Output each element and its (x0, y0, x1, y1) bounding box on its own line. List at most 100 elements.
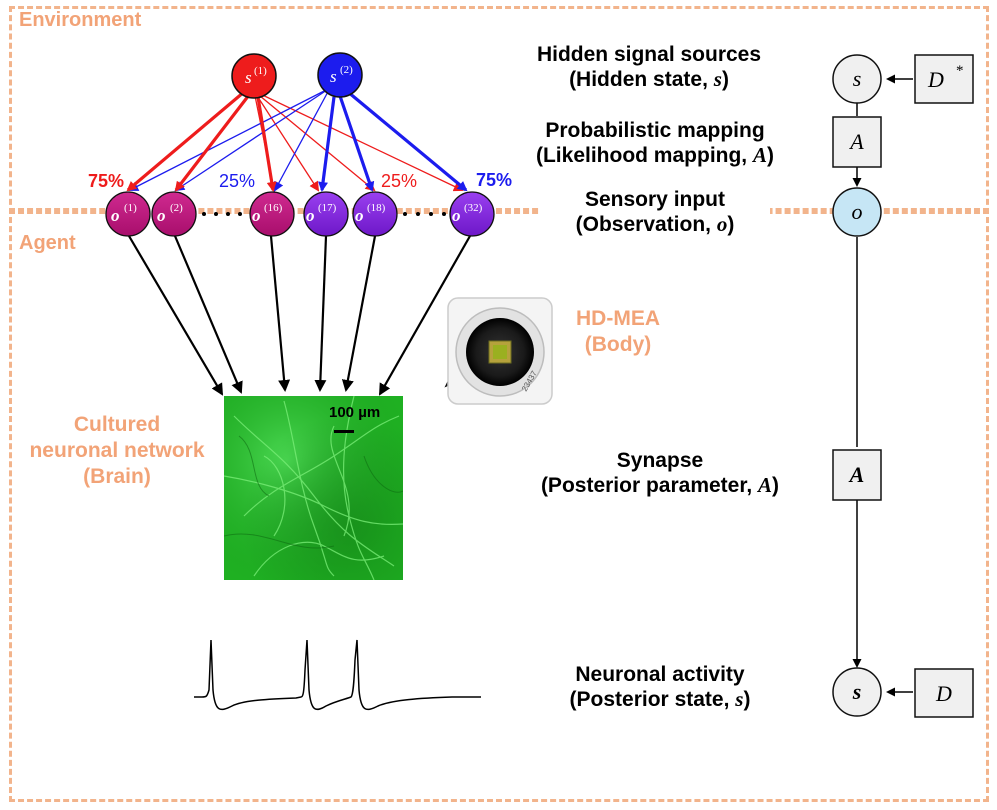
arrow-s2-o16 (274, 87, 331, 192)
node-posterior-state-label: s (852, 679, 862, 704)
observation-node-o2: o (2) (151, 191, 197, 237)
hdmea-label-line1: HD-MEA (576, 307, 660, 330)
brain-label: Cultured neuronal network (Brain) (13, 412, 221, 490)
s1-thin-arrows (253, 90, 464, 195)
source-s2-sup: (2) (340, 64, 353, 76)
hdmea-label-line2: (Body) (584, 333, 652, 356)
percent-left-strong: 75% (88, 171, 124, 191)
hidden-sources-label: Hidden signal sources (Hidden state, s) (504, 42, 794, 92)
obs-o2-sup: (2) (170, 202, 183, 214)
hdmea-label: HD-MEA (Body) (558, 306, 678, 358)
synapse-label: Synapse (Posterior parameter, A) (510, 448, 810, 498)
obs-o16-sup: (16) (264, 202, 283, 214)
arrow-s1-o16-strong (256, 96, 277, 192)
graphical-model: s D * A o A s D (832, 54, 974, 718)
obs-o18-sup: (18) (367, 202, 386, 214)
node-posterior-param-label: A (848, 462, 865, 487)
arrow-s2-o18-strong (338, 95, 375, 192)
source-node-s1: s (1) (231, 53, 277, 99)
observation-node-o17: o (17) (303, 191, 349, 237)
ellipsis-left (202, 212, 242, 216)
percent-right-weak: 25% (381, 171, 417, 191)
arrow-o17-culture (314, 235, 328, 392)
node-likelihood (832, 116, 882, 168)
arrow-s1-o17 (253, 90, 320, 192)
environment-label: Environment (19, 9, 142, 31)
observation-node-o1: o (1) (105, 191, 151, 237)
sensory-input-line1: Sensory input (584, 188, 726, 211)
obs-o2-base: o (157, 206, 166, 225)
agent-label: Agent (19, 232, 76, 254)
node-observation-label: o (852, 199, 863, 224)
node-prior-posterior (914, 668, 974, 718)
arrow-s2-o32-strong (346, 90, 468, 192)
neuronal-activity-line2: (Posterior state, s) (569, 687, 751, 711)
node-hidden-state-label: s (853, 66, 862, 91)
synapse-line1: Synapse (616, 449, 704, 472)
obs-o32-base: o (452, 206, 461, 225)
source-s1-base: s (245, 68, 252, 87)
hdmea-chip: 23437 (444, 297, 553, 405)
brain-label-line1: Cultured (73, 413, 161, 436)
scale-bar-line (334, 430, 354, 433)
source-s1-sup: (1) (254, 65, 267, 77)
stimulation-arrows (128, 235, 471, 396)
observation-node-o18: o (18) (352, 191, 398, 237)
node-prior-hidden-sup: * (956, 63, 964, 79)
obs-o16-base: o (252, 206, 261, 225)
arrow-s2-o2 (174, 87, 331, 192)
node-likelihood-label: A (848, 129, 864, 154)
arrow-s2-o17-strong (318, 96, 336, 192)
obs-o18-base: o (355, 206, 364, 225)
scale-bar-label: 100 µm (329, 404, 381, 421)
percent-left-weak: 25% (219, 171, 255, 191)
brain-label-line2: neuronal network (29, 439, 205, 462)
arrow-o16-culture (269, 235, 291, 392)
s2-thin-arrows (128, 87, 331, 192)
obs-o32-sup: (32) (464, 202, 483, 214)
ellipsis-right (403, 212, 446, 216)
hidden-sources-line1: Hidden signal sources (536, 43, 762, 66)
hidden-sources-line2: (Hidden state, s) (569, 67, 729, 91)
s2-thick-arrows (318, 90, 468, 192)
obs-o1-base: o (111, 206, 120, 225)
obs-o17-base: o (306, 206, 315, 225)
neuronal-activity-line1: Neuronal activity (575, 663, 745, 686)
probabilistic-mapping-line1: Probabilistic mapping (545, 119, 765, 142)
arrow-o1-culture (128, 235, 224, 396)
arrow-s1-o2-strong (174, 94, 251, 192)
arrow-s1-o18 (253, 90, 376, 192)
node-hidden-state (832, 54, 882, 104)
arrow-o18-culture (341, 235, 377, 392)
arrow-o32-culture (379, 235, 471, 396)
synapse-line2: (Posterior parameter, A) (540, 473, 780, 497)
s1-thick-arrows (126, 90, 277, 192)
node-prior-hidden-label: D (927, 67, 944, 92)
node-posterior-param (832, 449, 882, 501)
environment-region (9, 6, 989, 214)
percent-right-strong: 75% (476, 170, 512, 190)
observation-node-o32: o (32) (449, 191, 495, 237)
agent-region (9, 208, 989, 802)
source-s2-base: s (330, 67, 337, 86)
node-prior-hidden (914, 54, 974, 104)
brain-label-line3: (Brain) (83, 465, 151, 488)
neuronal-activity-label: Neuronal activity (Posterior state, s) (520, 662, 800, 712)
node-observation (832, 187, 882, 237)
obs-o1-sup: (1) (124, 202, 137, 214)
arrow-s1-o1-strong (126, 90, 246, 192)
spike-trace (194, 639, 481, 711)
sensory-input-line2: (Observation, o) (575, 212, 735, 236)
arrow-o2-culture (173, 235, 243, 394)
sensory-input-label: Sensory input (Observation, o) (540, 187, 770, 237)
culture-image: 100 µm (224, 396, 403, 580)
observation-node-o16: o (16) (249, 191, 295, 237)
probabilistic-mapping-line2: (Likelihood mapping, A) (535, 143, 774, 167)
source-node-s2: s (2) (317, 52, 363, 98)
obs-o17-sup: (17) (318, 202, 337, 214)
arrow-s2-o1 (128, 87, 331, 191)
probabilistic-mapping-label: Probabilistic mapping (Likelihood mappin… (496, 118, 814, 168)
node-prior-posterior-label: D (935, 681, 952, 706)
